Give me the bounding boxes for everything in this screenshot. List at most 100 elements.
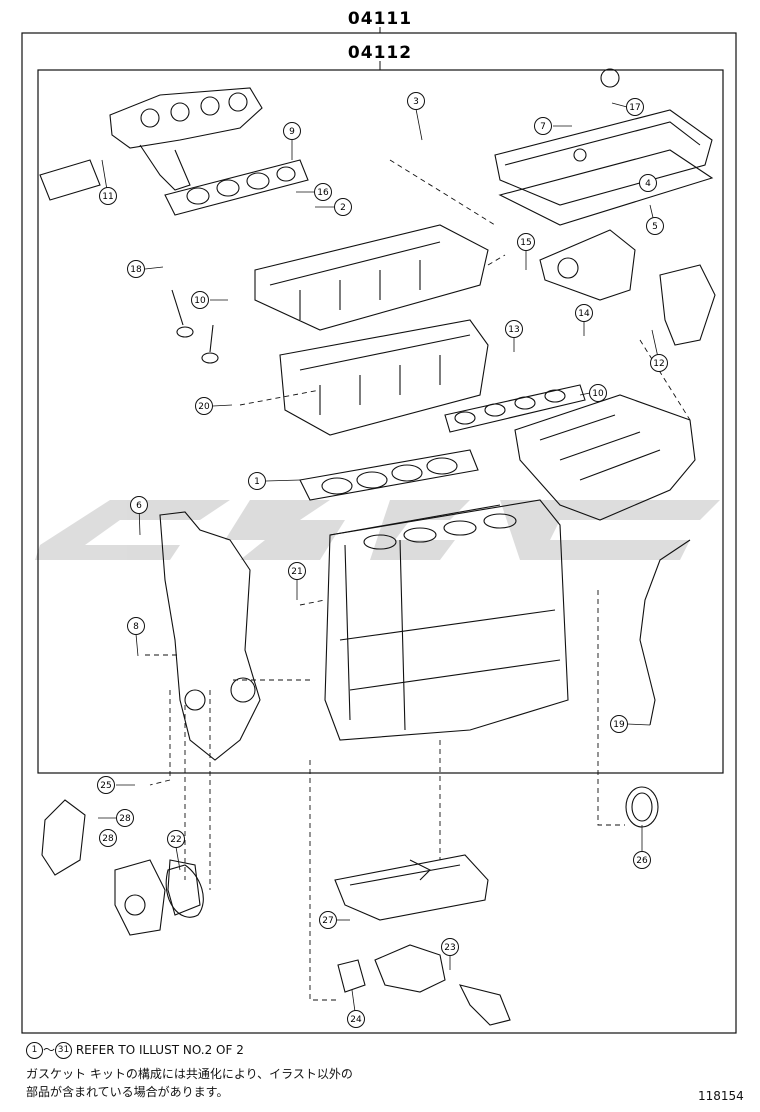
callout-circle bbox=[319, 911, 337, 929]
callout-number: 25 bbox=[100, 781, 111, 791]
callout-seal-ring: 4 bbox=[639, 174, 657, 192]
callout-number: 28 bbox=[102, 834, 114, 844]
callout-circle bbox=[314, 183, 332, 201]
rear-oil-seal bbox=[625, 786, 659, 828]
leader-line bbox=[597, 590, 625, 826]
callout-gasket: 6 bbox=[130, 496, 148, 514]
exhaust-manifold bbox=[39, 87, 263, 201]
callout-circle bbox=[127, 617, 145, 635]
callout-o-ring: 20 bbox=[195, 397, 213, 415]
callout-gasket: 23 bbox=[441, 938, 459, 956]
leader-line bbox=[299, 599, 326, 606]
cylinder-head-gasket bbox=[299, 449, 479, 501]
callout-intake-manifold-gasket: 10 bbox=[589, 384, 607, 402]
callout-circle bbox=[441, 938, 459, 956]
callout-number: 23 bbox=[444, 943, 455, 953]
callout-o-ring: 19 bbox=[610, 715, 628, 733]
callout-number: 8 bbox=[133, 622, 139, 632]
callout-number: 28 bbox=[119, 814, 131, 824]
callout-number: 12 bbox=[653, 359, 664, 369]
cylinder-head bbox=[279, 319, 489, 436]
outer-kit-code: 04111 bbox=[348, 9, 412, 29]
japanese-note-line-2: 部品が含まれている場合があります。 bbox=[26, 1085, 229, 1099]
callout-number: 10 bbox=[592, 389, 604, 399]
illustration-number: 118154 bbox=[698, 1089, 744, 1103]
callout-circle bbox=[407, 92, 425, 110]
callout-number: 10 bbox=[194, 296, 206, 306]
callout-number: 27 bbox=[322, 916, 333, 926]
callout-number: 1 bbox=[254, 477, 260, 487]
callout-gasket: 17 bbox=[626, 98, 644, 116]
camshaft-housing bbox=[254, 224, 489, 331]
callout-circle bbox=[639, 174, 657, 192]
callout-gasket: 7 bbox=[534, 117, 552, 135]
intake-manifold-gasket bbox=[444, 384, 586, 433]
callout-circle bbox=[127, 260, 145, 278]
leader-line bbox=[149, 690, 171, 786]
callout-gasket: 24 bbox=[347, 1010, 365, 1028]
callout-circle bbox=[99, 187, 117, 205]
callout-number: 4 bbox=[645, 179, 651, 189]
leader-line bbox=[389, 159, 496, 226]
callout-circle bbox=[97, 776, 115, 794]
callout-oil-seal: 25 bbox=[97, 776, 115, 794]
callout-number: 9 bbox=[289, 127, 295, 137]
callout-water-outlet-gasket: 3 bbox=[407, 92, 425, 110]
callout-o-ring: 13 bbox=[505, 320, 523, 338]
callout-number: 16 bbox=[317, 188, 329, 198]
japanese-note-line-1: ガスケット キットの構成には共通化により、イラスト以外の bbox=[26, 1067, 353, 1081]
callout-o-ring: 28 bbox=[116, 809, 134, 827]
callout-number: 15 bbox=[520, 238, 531, 248]
callout-o-ring: 8 bbox=[127, 617, 145, 635]
callout-number: 11 bbox=[102, 192, 113, 202]
callout-circle bbox=[195, 397, 213, 415]
callout-valve-stem-seal: 10 bbox=[191, 291, 209, 309]
exhaust-manifold-gasket bbox=[164, 159, 309, 216]
callout-circle bbox=[626, 98, 644, 116]
callout-o-ring: 21 bbox=[288, 562, 306, 580]
callout-circle bbox=[650, 354, 668, 372]
callout-number: 14 bbox=[578, 309, 590, 319]
inner-kit-code: 04112 bbox=[348, 43, 412, 63]
callout-number: 13 bbox=[508, 325, 519, 335]
callout-number: 5 bbox=[652, 222, 658, 232]
refer-text: REFER TO ILLUST NO.2 OF 2 bbox=[75, 1043, 244, 1057]
cylinder-block bbox=[324, 499, 569, 741]
callout-circle bbox=[347, 1010, 365, 1028]
callout-cylinder-head-gasket: 1 bbox=[248, 472, 266, 490]
callout-gasket: 11 bbox=[99, 187, 117, 205]
water-pump-gasket bbox=[165, 864, 204, 918]
callout-circle bbox=[130, 496, 148, 514]
callout-number: 21 bbox=[291, 567, 302, 577]
refer-note: 1～31 REFER TO ILLUST NO.2 OF 2 bbox=[26, 1042, 244, 1059]
callout-o-ring: 28 bbox=[99, 829, 117, 847]
range-separator: ～ bbox=[43, 1043, 56, 1057]
leader-line bbox=[639, 339, 691, 421]
callout-circle bbox=[283, 122, 301, 140]
callout-gasket: 2 bbox=[334, 198, 352, 216]
callout-number: 7 bbox=[540, 122, 546, 132]
callout-circle bbox=[646, 217, 664, 235]
callout-water-pump-gasket: 22 bbox=[167, 830, 185, 848]
water-inlet bbox=[337, 944, 511, 1026]
callout-number: 3 bbox=[413, 97, 419, 107]
callout-o-ring: 14 bbox=[575, 304, 593, 322]
intake-manifold bbox=[514, 394, 696, 521]
callout-gasket: 27 bbox=[319, 911, 337, 929]
callout-number: 6 bbox=[136, 501, 142, 511]
cylinder-head-cover bbox=[494, 68, 713, 206]
throttle-body bbox=[539, 229, 716, 346]
callout-circle bbox=[534, 117, 552, 135]
callout-number: 24 bbox=[350, 1015, 362, 1025]
callout-circle bbox=[334, 198, 352, 216]
callout-rear-oil-seal: 26 bbox=[633, 851, 651, 869]
callout-circle bbox=[191, 291, 209, 309]
oil-pan bbox=[334, 854, 489, 921]
callout-circle bbox=[99, 829, 117, 847]
dipstick-guide bbox=[639, 539, 691, 726]
water-pump bbox=[41, 799, 201, 936]
callout-number: 2 bbox=[340, 203, 346, 213]
timing-chain-cover bbox=[159, 511, 261, 761]
callout-circle bbox=[116, 809, 134, 827]
